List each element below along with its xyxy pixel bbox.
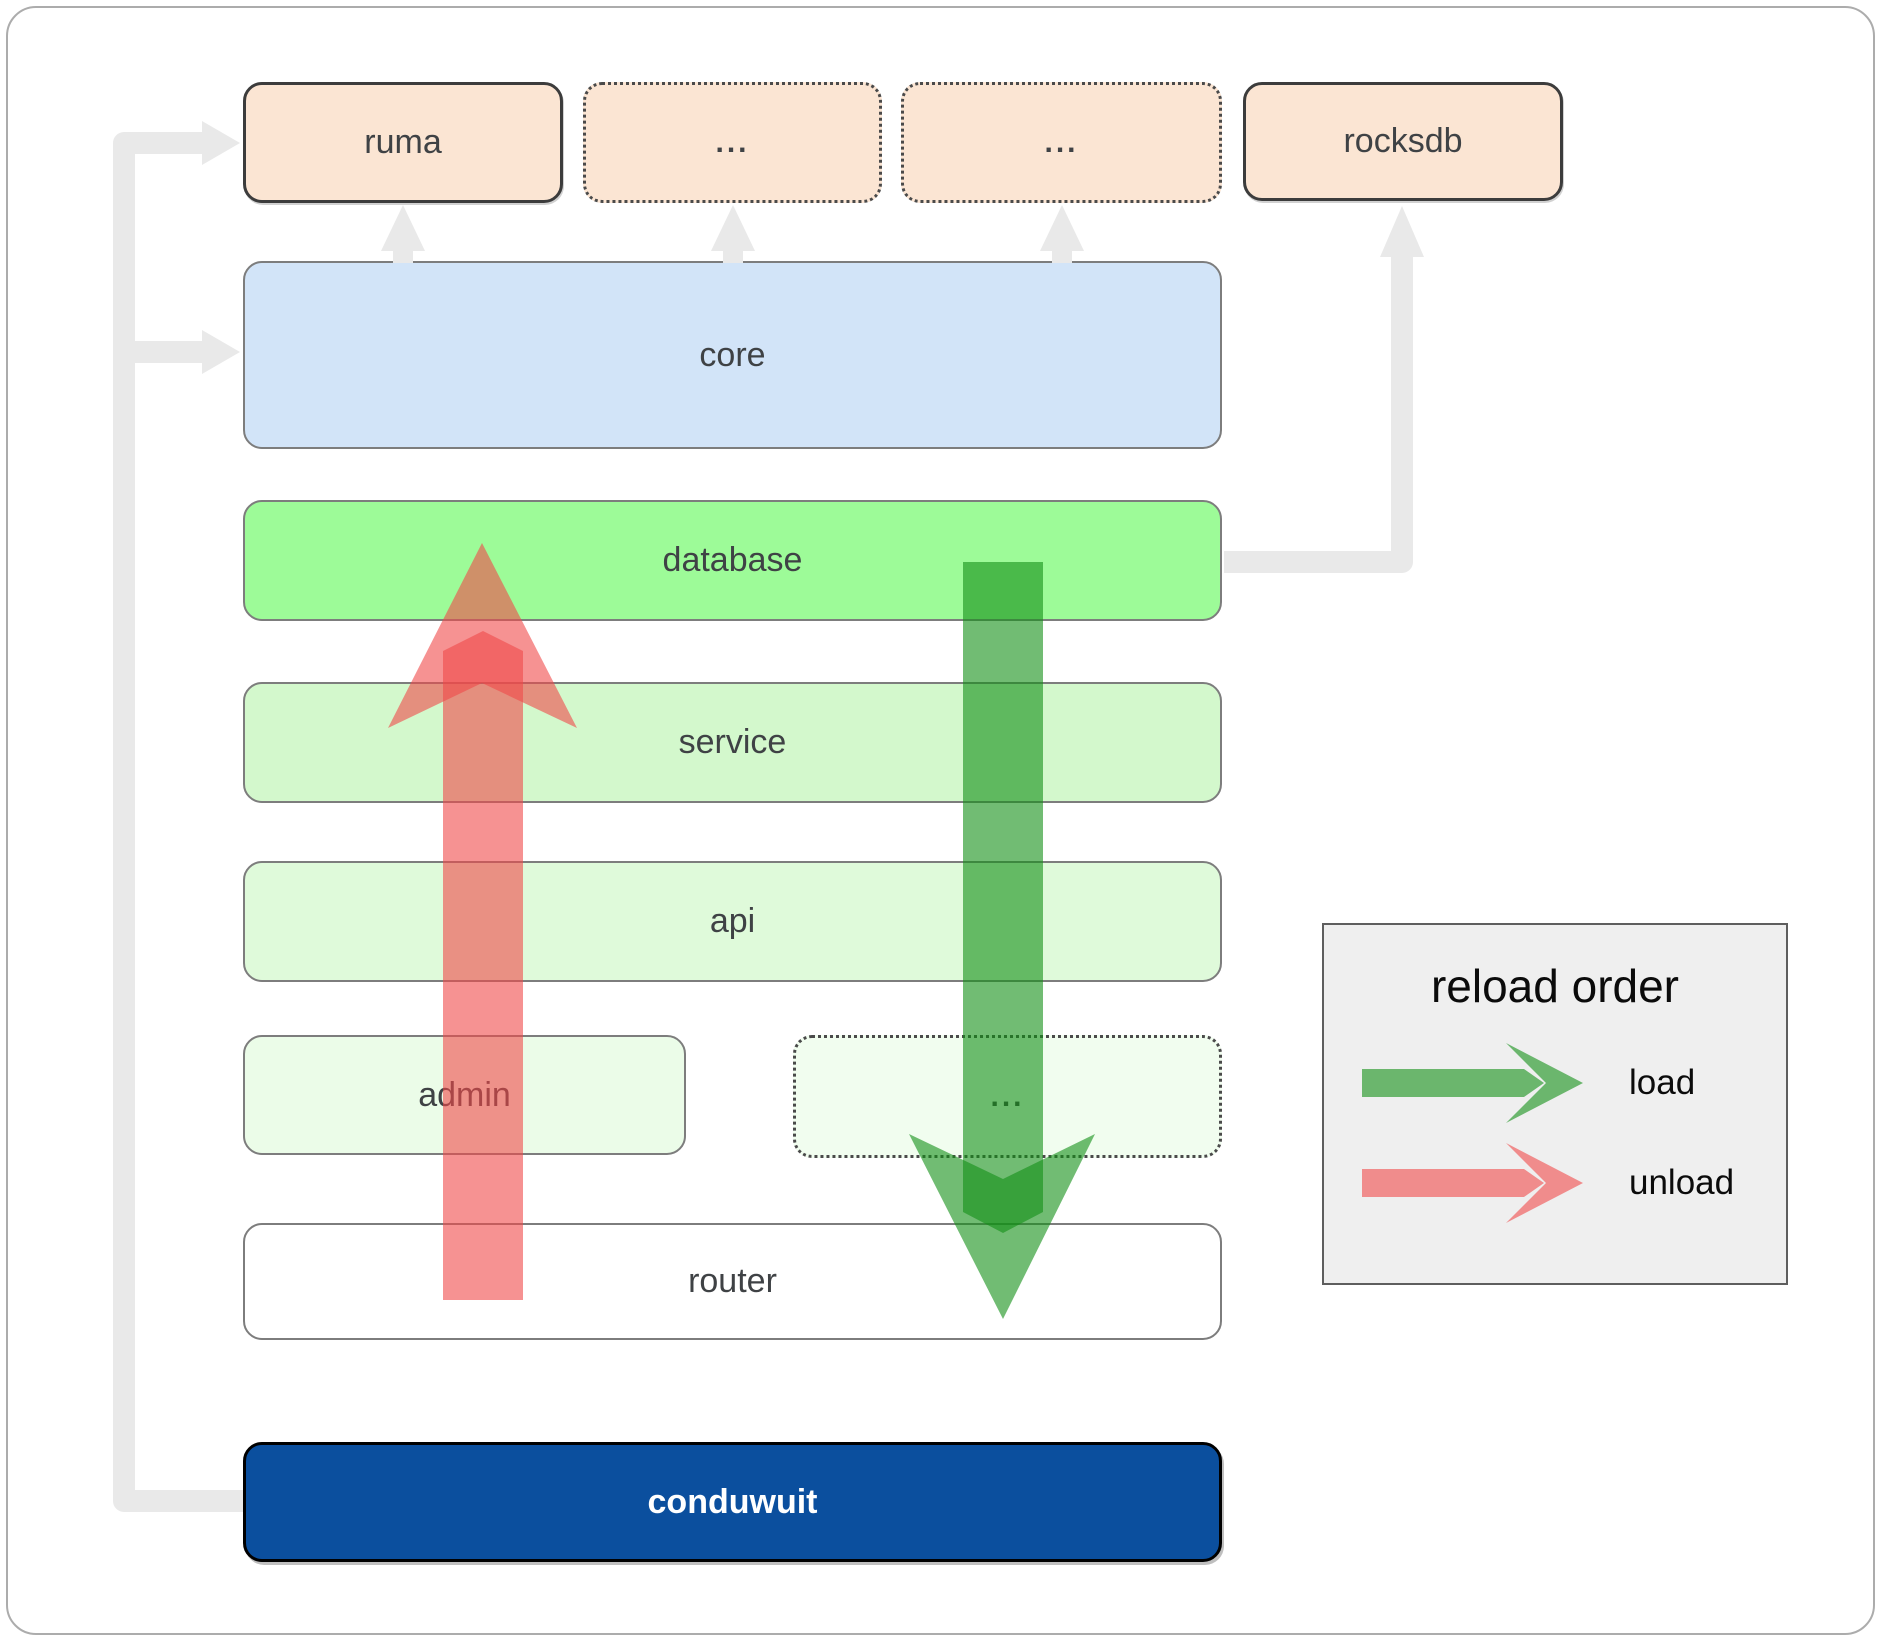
box-conduwuit: conduwuit: [243, 1442, 1222, 1562]
box-admin: admin: [243, 1035, 686, 1155]
box-api: api: [243, 861, 1222, 982]
box-core-label: core: [699, 335, 766, 374]
legend-reload-order: reload order load unload: [1322, 923, 1788, 1285]
box-service: service: [243, 682, 1222, 803]
box-ellipsis-3: ...: [793, 1035, 1222, 1158]
box-database: database: [243, 500, 1222, 621]
box-core: core: [243, 261, 1222, 449]
legend-load-label: load: [1629, 1063, 1696, 1102]
box-rocksdb: rocksdb: [1243, 82, 1563, 201]
box-rocksdb-label: rocksdb: [1343, 122, 1463, 160]
box-service-label: service: [678, 723, 787, 761]
box-ellipsis-2: ...: [901, 82, 1222, 203]
box-conduwuit-label: conduwuit: [647, 1482, 818, 1521]
box-ruma: ruma: [243, 82, 563, 203]
box-ellipsis-1-label: ...: [715, 125, 750, 159]
box-admin-label: admin: [418, 1075, 511, 1114]
box-database-label: database: [662, 541, 803, 579]
box-router: router: [243, 1223, 1222, 1340]
legend-unload-label: unload: [1629, 1163, 1735, 1202]
legend-title: reload order: [1430, 960, 1680, 1012]
box-ellipsis-3-label: ...: [990, 1079, 1025, 1113]
box-api-label: api: [709, 902, 756, 940]
diagram-outer-frame: [6, 6, 1875, 1635]
box-ruma-label: ruma: [364, 123, 442, 161]
box-router-label: router: [688, 1262, 777, 1300]
box-ellipsis-1: ...: [583, 82, 882, 203]
box-ellipsis-2-label: ...: [1044, 125, 1079, 159]
